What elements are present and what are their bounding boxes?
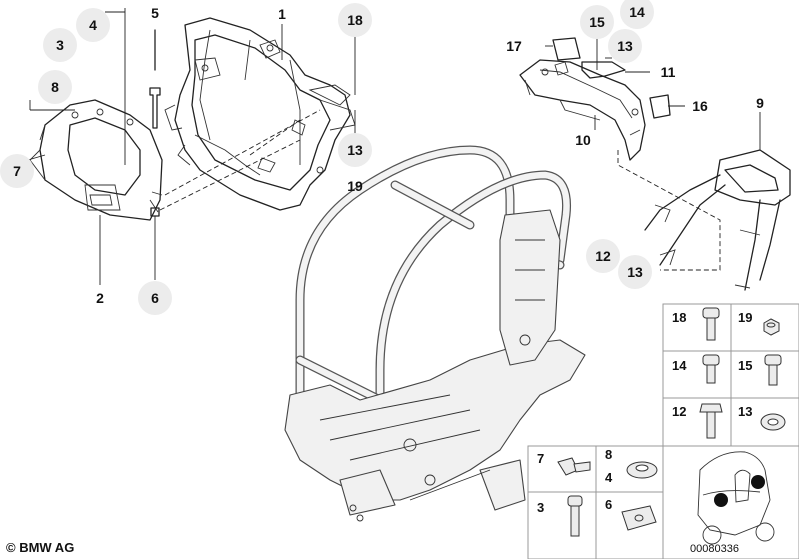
svg-text:19: 19 — [347, 178, 363, 194]
callout-10: 10 — [575, 132, 591, 148]
callout-5: 5 — [151, 5, 159, 21]
svg-text:15: 15 — [589, 14, 605, 30]
location-thumbnail — [662, 445, 799, 559]
bracket-part-15 — [581, 61, 626, 79]
front-bracket-part-1 — [164, 17, 356, 211]
svg-text:1: 1 — [278, 6, 286, 22]
nut-part-6 — [150, 207, 160, 280]
svg-text:8: 8 — [51, 79, 59, 95]
hex-bolt-icon — [699, 403, 723, 439]
callout-9: 9 — [756, 95, 764, 111]
main-frame — [284, 145, 586, 522]
hw-label-3: 3 — [537, 500, 544, 515]
image-code-label: 00080336 — [690, 543, 739, 555]
callout-7: 7 — [0, 154, 34, 188]
svg-text:4: 4 — [89, 17, 97, 33]
callout-19: 19 — [347, 178, 363, 194]
callout-1: 1 — [278, 6, 286, 22]
hw-label-14: 14 — [672, 358, 687, 373]
callout-12: 12 — [586, 239, 620, 273]
hw-label-6: 6 — [605, 497, 612, 512]
hw-label-13: 13 — [738, 404, 752, 419]
bolt-icon — [702, 307, 720, 341]
callout-13-right: 13 — [618, 255, 652, 289]
rivet-icon — [557, 457, 591, 476]
clip-part-16 — [649, 94, 671, 119]
callout-13-top: 13 — [608, 29, 642, 63]
bolt-icon — [764, 354, 782, 386]
svg-text:18: 18 — [347, 12, 363, 28]
screw-part-5 — [149, 29, 161, 129]
callout-17: 17 — [506, 38, 522, 54]
hw-label-8: 8 — [605, 447, 612, 462]
svg-text:13: 13 — [347, 142, 363, 158]
callout-14: 14 — [620, 0, 654, 29]
callout-15: 15 — [580, 5, 614, 39]
callout-6: 6 — [138, 281, 172, 315]
hw-label-12: 12 — [672, 404, 686, 419]
copyright-label: © BMW AG — [6, 540, 75, 555]
svg-text:16: 16 — [692, 98, 708, 114]
clip-part-17 — [552, 37, 581, 61]
svg-text:13: 13 — [627, 264, 643, 280]
bolt-icon — [702, 354, 720, 384]
callout-3: 3 — [43, 28, 77, 62]
callout-2: 2 — [96, 290, 104, 306]
hw-label-15: 15 — [738, 358, 752, 373]
washer-icon — [760, 413, 786, 431]
hardware-table: 18 19 14 15 12 13 — [662, 303, 799, 447]
svg-text:6: 6 — [151, 290, 159, 306]
rear-carrier-part-9 — [644, 149, 791, 291]
callout-18: 18 — [338, 3, 372, 37]
instrument-holder-part-2 — [29, 99, 163, 221]
hw-label-4: 4 — [605, 470, 613, 485]
callout-4: 4 — [76, 8, 110, 42]
hw-label-7: 7 — [537, 451, 544, 466]
svg-text:12: 12 — [595, 248, 611, 264]
callout-13-left: 13 — [338, 133, 372, 167]
svg-text:17: 17 — [506, 38, 522, 54]
callout-11: 11 — [661, 64, 676, 80]
nut-icon — [763, 318, 780, 336]
callout-16: 16 — [692, 98, 708, 114]
svg-text:9: 9 — [756, 95, 764, 111]
clip-nut-icon — [621, 505, 657, 531]
svg-text:14: 14 — [629, 4, 645, 20]
svg-text:5: 5 — [151, 5, 159, 21]
svg-text:13: 13 — [617, 38, 633, 54]
rear-bracket-part-10 — [519, 59, 646, 161]
svg-text:2: 2 — [96, 290, 104, 306]
bolt-icon — [567, 495, 583, 537]
hardware-table-small: 7 8 4 3 6 — [527, 445, 664, 559]
callout-8: 8 — [38, 70, 72, 104]
svg-text:11: 11 — [661, 64, 676, 80]
svg-text:10: 10 — [575, 132, 591, 148]
hw-label-18: 18 — [672, 310, 686, 325]
leader-lines — [27, 8, 761, 285]
hw-label-19: 19 — [738, 310, 752, 325]
svg-text:3: 3 — [56, 37, 64, 53]
svg-text:7: 7 — [13, 163, 21, 179]
grommet-icon — [626, 461, 658, 479]
